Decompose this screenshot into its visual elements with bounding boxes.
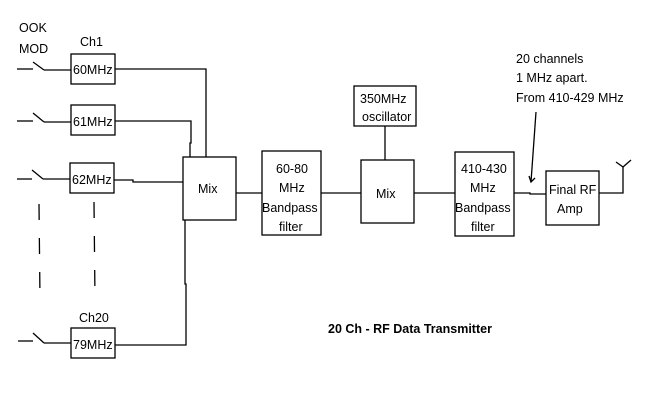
bpf1-line-3: Bandpass <box>262 201 318 215</box>
mixer-1-label: Mix <box>198 182 218 196</box>
bpf1-line-2: MHz <box>279 181 305 195</box>
freq-60mhz: 60MHz <box>73 63 113 77</box>
oscillator-61mhz <box>70 104 116 136</box>
switch-ch3 <box>17 169 71 180</box>
bpf2-line-4: filter <box>471 220 495 234</box>
bpf2-line-3: Bandpass <box>455 201 511 215</box>
bpf2-line-1: 410-430 <box>461 162 507 176</box>
lo-line-1: 350MHz <box>360 92 407 106</box>
freq-79mhz: 79MHz <box>73 338 113 352</box>
bpf2-line-2: MHz <box>470 181 496 195</box>
annotation-line-3: From 410-429 MHz <box>516 91 624 105</box>
final-rf-amp <box>545 170 600 226</box>
dashed-line-oscillators <box>93 201 96 301</box>
mod-label: MOD <box>19 42 48 56</box>
diagram-title: 20 Ch - RF Data Transmitter <box>328 322 492 336</box>
mixer-2 <box>360 159 415 224</box>
freq-61mhz: 61MHz <box>73 115 113 129</box>
wire-ch20-to-mix <box>115 220 187 346</box>
bandpass-filter-410-430 <box>454 151 515 237</box>
amp-line-1: Final RF <box>549 183 597 197</box>
amp-line-2: Amp <box>557 202 583 216</box>
wire-ch1-to-mix <box>115 68 207 157</box>
ch20-label: Ch20 <box>79 311 109 325</box>
ch1-label: Ch1 <box>80 35 103 49</box>
mixer-2-label: Mix <box>376 187 396 201</box>
switch-ch20 <box>18 332 72 344</box>
wire-amp-to-antenna <box>599 167 624 194</box>
annotation-arrow-icon <box>528 111 537 184</box>
annotation-line-2: 1 MHz apart. <box>516 71 588 85</box>
dashed-line-switches <box>38 203 41 301</box>
ook-label: OOK <box>19 21 47 35</box>
mixer-1 <box>182 156 237 221</box>
antenna-icon <box>615 159 632 168</box>
wire-bpf2-to-amp <box>514 192 546 195</box>
oscillator-79mhz <box>70 327 116 359</box>
bandpass-filter-60-80 <box>261 150 322 236</box>
bpf1-line-4: filter <box>279 220 303 234</box>
local-oscillator-350mhz <box>353 85 417 127</box>
wire-ch3-to-mix <box>114 179 183 183</box>
annotation-line-1: 20 channels <box>516 52 583 66</box>
bpf1-line-1: 60-80 <box>276 162 308 176</box>
oscillator-62mhz <box>69 162 115 194</box>
switch-ch1 <box>17 61 72 71</box>
lo-line-2: oscillator <box>362 110 411 124</box>
wire-ch2-to-mix <box>115 120 192 157</box>
switch-ch2 <box>17 112 72 123</box>
freq-62mhz: 62MHz <box>72 173 112 187</box>
